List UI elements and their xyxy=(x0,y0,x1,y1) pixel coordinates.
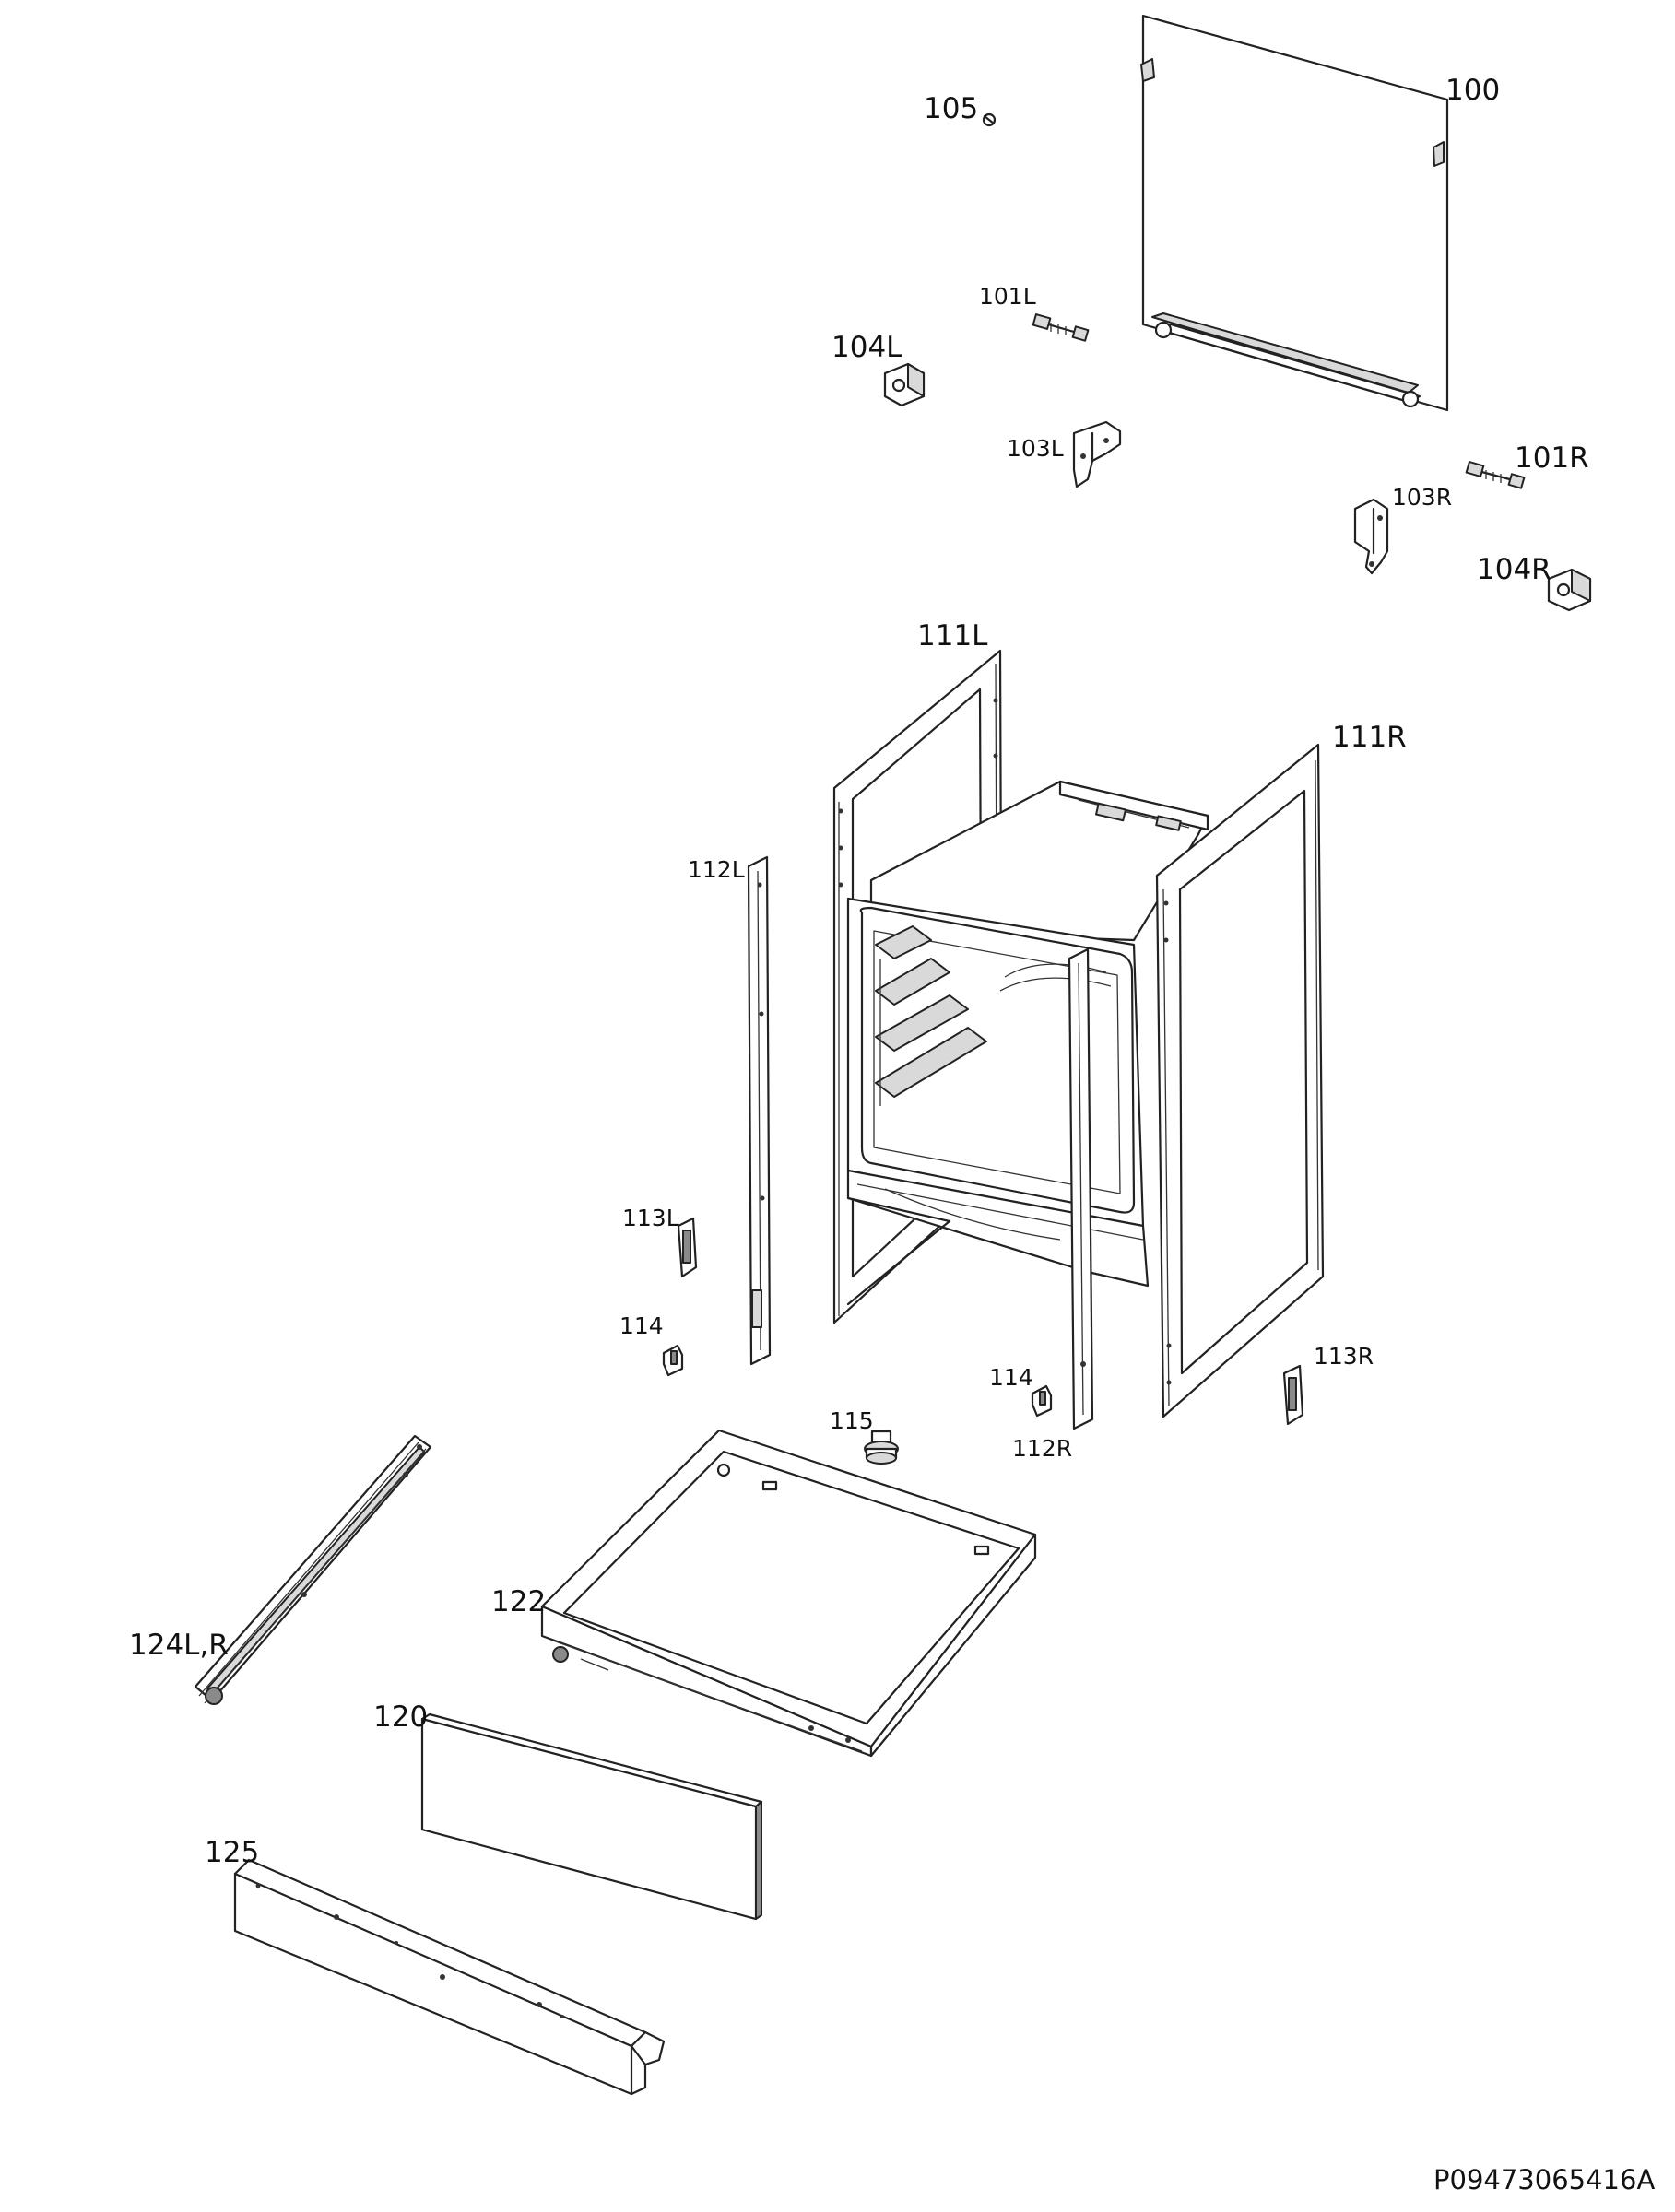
label-120: 120 xyxy=(373,1700,428,1734)
label-113R: 113R xyxy=(1314,1343,1374,1370)
part-114-clip-right xyxy=(1031,1384,1053,1418)
part-113R-latch xyxy=(1282,1364,1304,1426)
label-114-right: 114 xyxy=(989,1364,1033,1391)
label-112R: 112R xyxy=(1012,1435,1072,1462)
label-103R: 103R xyxy=(1392,484,1452,511)
part-104R-hinge-cover xyxy=(1547,568,1592,612)
part-113L-latch xyxy=(677,1217,698,1278)
part-101L-hinge-pin xyxy=(1032,313,1090,342)
part-120-drawer-front xyxy=(420,1712,763,1921)
part-104L-hinge-cover xyxy=(883,362,926,407)
label-104L: 104L xyxy=(832,331,902,364)
label-122: 122 xyxy=(491,1585,546,1618)
part-103L-hinge-bracket xyxy=(1072,420,1122,488)
label-101R: 101R xyxy=(1515,441,1589,475)
part-111R-right-side-panel xyxy=(1155,743,1325,1418)
label-100: 100 xyxy=(1445,74,1500,107)
part-103R-hinge-bracket xyxy=(1353,498,1389,575)
label-125: 125 xyxy=(205,1836,259,1869)
label-124LR: 124L,R xyxy=(129,1629,229,1662)
label-114-left: 114 xyxy=(619,1312,664,1339)
label-104R: 104R xyxy=(1477,553,1551,586)
label-115: 115 xyxy=(830,1407,874,1434)
label-111L: 111L xyxy=(917,619,988,653)
part-100-back-panel xyxy=(1140,14,1449,412)
label-105: 105 xyxy=(924,92,978,125)
part-114-clip-left xyxy=(662,1344,684,1377)
label-113L: 113L xyxy=(622,1205,679,1231)
part-112L-front-strip xyxy=(747,855,772,1366)
label-112L: 112L xyxy=(688,856,745,883)
document-code: P09473065416A xyxy=(1433,2164,1655,2195)
label-101L: 101L xyxy=(979,283,1036,310)
part-125-kick-plate xyxy=(233,1858,666,2096)
part-101R-hinge-pin xyxy=(1465,461,1526,489)
label-111R: 111R xyxy=(1332,721,1407,754)
part-112R-front-strip xyxy=(1068,947,1094,1430)
part-105-screw xyxy=(982,112,997,127)
part-124-drawer-rail xyxy=(194,1434,432,1705)
label-103L: 103L xyxy=(1007,435,1064,462)
part-115-adjustable-foot xyxy=(864,1430,899,1465)
part-122-base-tray xyxy=(540,1429,1037,1758)
